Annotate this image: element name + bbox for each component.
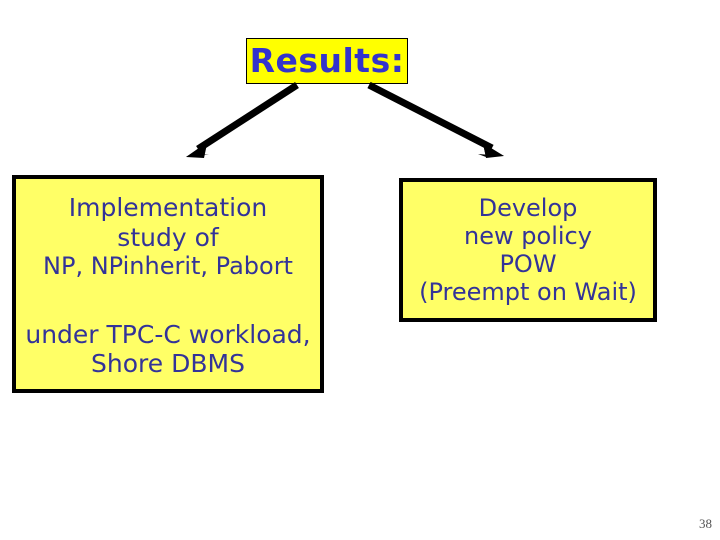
title-box: Results: bbox=[246, 38, 408, 84]
arrow-to-left-box bbox=[186, 82, 299, 158]
right-box-line-1: Develop bbox=[478, 193, 578, 222]
right-box-line-2: new policy bbox=[464, 221, 592, 250]
left-box-group-a: Implementation study of NP, NPinherit, P… bbox=[43, 193, 293, 280]
left-box-line-2: study of bbox=[117, 222, 219, 252]
right-box-line-4: (Preempt on Wait) bbox=[419, 278, 637, 307]
left-box-group-b: under TPC-C workload, Shore DBMS bbox=[25, 320, 310, 379]
page-number: 38 bbox=[699, 516, 712, 531]
left-content-box: Implementation study of NP, NPinherit, P… bbox=[12, 175, 324, 393]
page-title: Results: bbox=[249, 40, 405, 80]
left-box-line-4: under TPC-C workload, bbox=[25, 320, 311, 350]
right-box-line-3: POW bbox=[499, 250, 557, 278]
right-content-box: Develop new policy POW (Preempt on Wait) bbox=[399, 178, 657, 322]
left-box-line-3: NP, NPinherit, Pabort bbox=[43, 251, 293, 280]
left-box-line-5: Shore DBMS bbox=[91, 349, 245, 379]
left-box-line-1: Implementation bbox=[68, 193, 268, 223]
arrow-to-right-box bbox=[367, 81, 504, 158]
